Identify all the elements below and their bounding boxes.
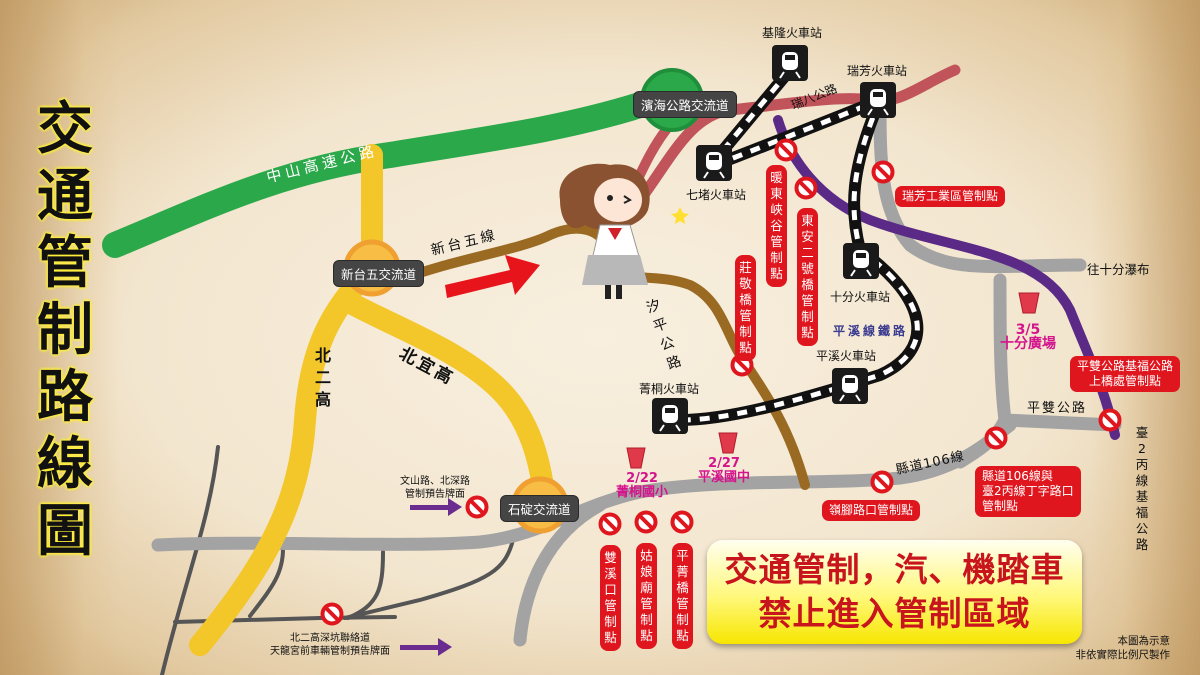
mascot-girl — [559, 163, 689, 299]
title-char: 線 — [37, 432, 93, 497]
direction-arrow — [445, 255, 540, 298]
checkpoint-county106-tai2bing: 縣道106線與 臺2丙線丁字路口 管制點 — [975, 466, 1081, 517]
checkpoint-dongan: 東安二號橋管制點 — [797, 208, 818, 346]
checkpoint-shuangxikou: 雙溪口管制點 — [600, 545, 621, 651]
ruiba-road — [634, 64, 961, 206]
warning-line: 文山路、北深路 — [400, 476, 470, 487]
local-roads-dark — [160, 445, 515, 675]
checkpoint-line: 縣道106線與 — [982, 469, 1053, 483]
paper-edge-right — [1090, 0, 1200, 675]
no-entry-icons — [320, 138, 1122, 626]
event-place: 十分廣場 — [1000, 336, 1056, 352]
station-icons — [652, 45, 896, 434]
station-jingtong: 菁桐火車站 — [639, 382, 700, 396]
station-qidu: 七堵火車站 — [686, 188, 747, 202]
note-line: 非依實際比例尺製作 — [1075, 649, 1171, 661]
checkpoint-line: 臺2丙線丁字路口 — [982, 484, 1074, 498]
checkpoint-zhuangjing: 莊敬橋管制點 — [735, 255, 756, 361]
event-pingxi-junior: 2/27 平溪國中 — [698, 457, 750, 485]
event-date: 2/27 — [708, 456, 740, 471]
station-pingxi: 平溪火車站 — [816, 349, 877, 363]
control-banner: 交通管制，汽、機踏車 禁止進入管制區域 — [707, 540, 1082, 644]
checkpoint-pingjingqiao: 平菁橋管制點 — [672, 543, 693, 649]
event-shifen-square: 3/5 十分廣場 — [1000, 323, 1056, 351]
title-char: 路 — [37, 365, 93, 430]
banner-line-1: 交通管制，汽、機踏車 — [724, 550, 1065, 589]
checkpoint-lingjiao: 嶺腳路口管制點 — [822, 500, 921, 521]
event-date: 3/5 — [1015, 322, 1041, 338]
event-date: 2/22 — [626, 471, 658, 486]
event-jingtong-elementary: 2/22 菁桐國小 — [616, 472, 668, 500]
title-char: 交 — [37, 97, 93, 162]
title-char: 管 — [37, 231, 93, 296]
title-char: 通 — [37, 164, 93, 229]
checkpoint-ruifang-industrial: 瑞芳工業區管制點 — [895, 186, 1006, 207]
interchange-shiding: 石碇交流道 — [500, 495, 579, 522]
road-label-tai2bing: 臺2丙線基福公路 — [1135, 425, 1149, 552]
lantern-icons — [626, 292, 1040, 469]
paper-edge-left — [0, 0, 120, 675]
pointer-arrows — [400, 498, 462, 656]
warning-beier-shenkeng: 北二高深坑聯絡道 天龍宮前車輛管制預告牌面 — [270, 632, 390, 658]
checkpoint-line: 管制點 — [982, 499, 1019, 513]
checkpoint-line: 上橋處管制點 — [1089, 374, 1162, 388]
checkpoint-nuandong: 暖東峽谷管制點 — [766, 165, 787, 287]
station-shifen: 十分火車站 — [830, 290, 891, 304]
road-label-pingshuang: 平雙公路 — [1027, 401, 1088, 416]
warning-line: 北二高深坑聯絡道 — [290, 633, 370, 644]
road-label-beier: 北二高 — [315, 346, 332, 409]
checkpoint-guniangmiao: 姑娘廟管制點 — [636, 543, 657, 649]
warning-line: 管制預告牌面 — [405, 489, 465, 500]
station-keelung: 基隆火車站 — [762, 26, 823, 40]
banner-line-2: 禁止進入管制區域 — [758, 594, 1031, 633]
warning-line: 天龍宮前車輛管制預告牌面 — [270, 646, 390, 657]
interchange-tai5: 新台五交流道 — [333, 260, 425, 287]
event-place: 平溪國中 — [698, 470, 751, 485]
checkpoint-pingshuang-jifu: 平雙公路基福公路 上橋處管制點 — [1070, 356, 1181, 392]
note-line: 本圖為示意 — [1117, 635, 1171, 647]
warning-wenshan: 文山路、北深路 管制預告牌面 — [400, 475, 470, 501]
scale-note: 本圖為示意 非依實際比例尺製作 — [1076, 634, 1171, 662]
road-label-pingxi-rail: 平溪線鐵路 — [833, 324, 909, 338]
zhongshan-highway — [102, 87, 703, 258]
interchange-binhai: 濱海公路交流道 — [633, 91, 737, 118]
event-place: 菁桐國小 — [616, 485, 669, 500]
checkpoint-line: 平雙公路基福公路 — [1077, 359, 1174, 373]
station-ruifang: 瑞芳火車站 — [847, 64, 908, 78]
title-char: 制 — [37, 298, 93, 363]
title-char: 圖 — [37, 499, 93, 564]
road-label-shifen-falls: 往十分瀑布 — [1087, 262, 1150, 277]
map-title: 交 通 管 制 路 線 圖 — [30, 96, 100, 565]
